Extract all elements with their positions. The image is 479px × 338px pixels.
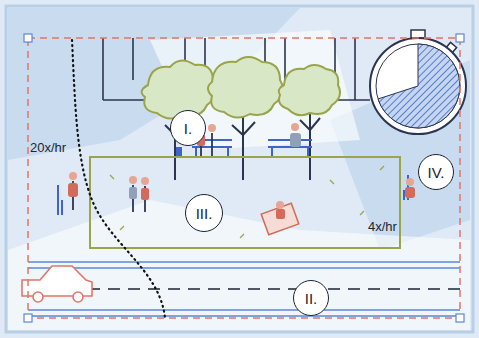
callout-circle: II. [293, 280, 329, 316]
callout-circle: IV. [418, 154, 454, 190]
callout-circle: III. [185, 194, 223, 232]
picnic-blanket [261, 201, 299, 235]
site-boundary [24, 34, 464, 322]
pedestrian-path [72, 40, 165, 318]
sky-patches [8, 8, 470, 330]
scattered-marks [110, 166, 384, 238]
callout-number: II. [305, 290, 318, 307]
plaza-zone [90, 157, 400, 248]
callout-circle: I. [170, 110, 206, 146]
callout-number: IV. [428, 164, 445, 181]
callout-number: I. [184, 120, 192, 137]
benches [58, 140, 408, 215]
trees [142, 57, 340, 180]
car [22, 266, 92, 302]
callout-number: III. [196, 205, 213, 222]
people [68, 123, 415, 212]
frequency-label: 4x/hr [368, 219, 397, 234]
frequency-label: 20x/hr [30, 140, 66, 155]
stopwatch [370, 30, 466, 134]
outer-frame [6, 6, 473, 332]
